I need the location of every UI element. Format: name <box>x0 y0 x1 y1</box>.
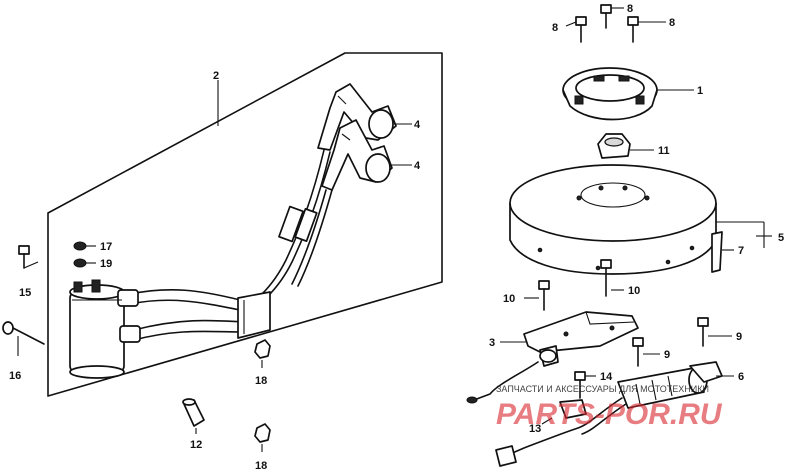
exciter-coil: 6 <box>617 361 744 409</box>
callout-16: 16 <box>9 370 21 382</box>
callout-7: 7 <box>738 245 744 257</box>
callout-18-lower: 18 <box>255 460 267 472</box>
watermark: ЗАПЧАСТИ И АКСЕССУАРЫ ДЛЯ МОТОТЕХНИКИ PA… <box>496 384 723 431</box>
callout-15: 15 <box>19 287 31 299</box>
watermark-subtitle: ЗАПЧАСТИ И АКСЕССУАРЫ ДЛЯ МОТОТЕХНИКИ <box>496 384 709 394</box>
nut-11: 11 <box>597 133 670 159</box>
callout-12: 12 <box>190 439 202 451</box>
callout-4-lower: 4 <box>414 160 421 172</box>
callout-5: 5 <box>778 232 784 244</box>
callout-6: 6 <box>738 371 744 383</box>
nut-18-upper: 18 <box>254 339 271 387</box>
callout-17: 17 <box>100 241 112 253</box>
callout-9-lower: 9 <box>664 349 670 361</box>
cover-plate: 1 <box>562 67 703 121</box>
washer-19: 19 <box>73 258 112 270</box>
coil-group-frame: 2 <box>47 52 443 397</box>
timing-plate: 7 <box>711 231 744 273</box>
watermark-brand: PARTS-POR.RU <box>496 398 723 431</box>
callout-9-upper: 9 <box>736 331 742 343</box>
bolt-8-right: 8 <box>627 16 675 43</box>
spark-plug-cap-upper <box>317 83 397 151</box>
flywheel-rotor: 5 <box>509 164 784 275</box>
callout-18-upper: 18 <box>255 375 267 387</box>
pulse-generator: 3 <box>489 311 639 367</box>
callout-1: 1 <box>697 85 703 97</box>
bolt-15: 15 <box>18 245 39 299</box>
bolt-10-right: 10 <box>600 259 640 297</box>
nut-17: 17 <box>73 241 112 253</box>
bolt-16: 16 <box>2 321 45 382</box>
ignition-coil <box>69 279 271 379</box>
bolt-14: 14 <box>574 371 613 399</box>
bolt-8-center: 8 <box>600 3 633 29</box>
bolt-8-left: 8 <box>552 16 587 43</box>
callout-14: 14 <box>600 371 613 383</box>
callout-10-left: 10 <box>503 293 515 305</box>
bolt-10-left: 10 <box>503 280 550 311</box>
spacer-12: 12 <box>182 398 205 451</box>
wire-harness: 13 <box>466 361 627 467</box>
callout-11: 11 <box>658 145 670 157</box>
nut-18-lower: 18 <box>254 423 271 472</box>
callout-19: 19 <box>100 258 112 270</box>
spark-plug-cap-lower <box>321 119 393 191</box>
callout-3: 3 <box>489 337 495 349</box>
bolt-9-lower: 9 <box>632 337 670 367</box>
callout-8-center: 8 <box>627 3 633 15</box>
callout-10-right: 10 <box>628 285 640 297</box>
bolt-9-upper: 9 <box>697 317 742 347</box>
callout-8-left: 8 <box>552 22 558 34</box>
callout-2: 2 <box>213 70 219 82</box>
callout-13: 13 <box>529 423 541 435</box>
high-tension-leads <box>261 149 333 297</box>
callout-8-right: 8 <box>669 17 675 29</box>
callout-4-upper: 4 <box>414 119 421 131</box>
